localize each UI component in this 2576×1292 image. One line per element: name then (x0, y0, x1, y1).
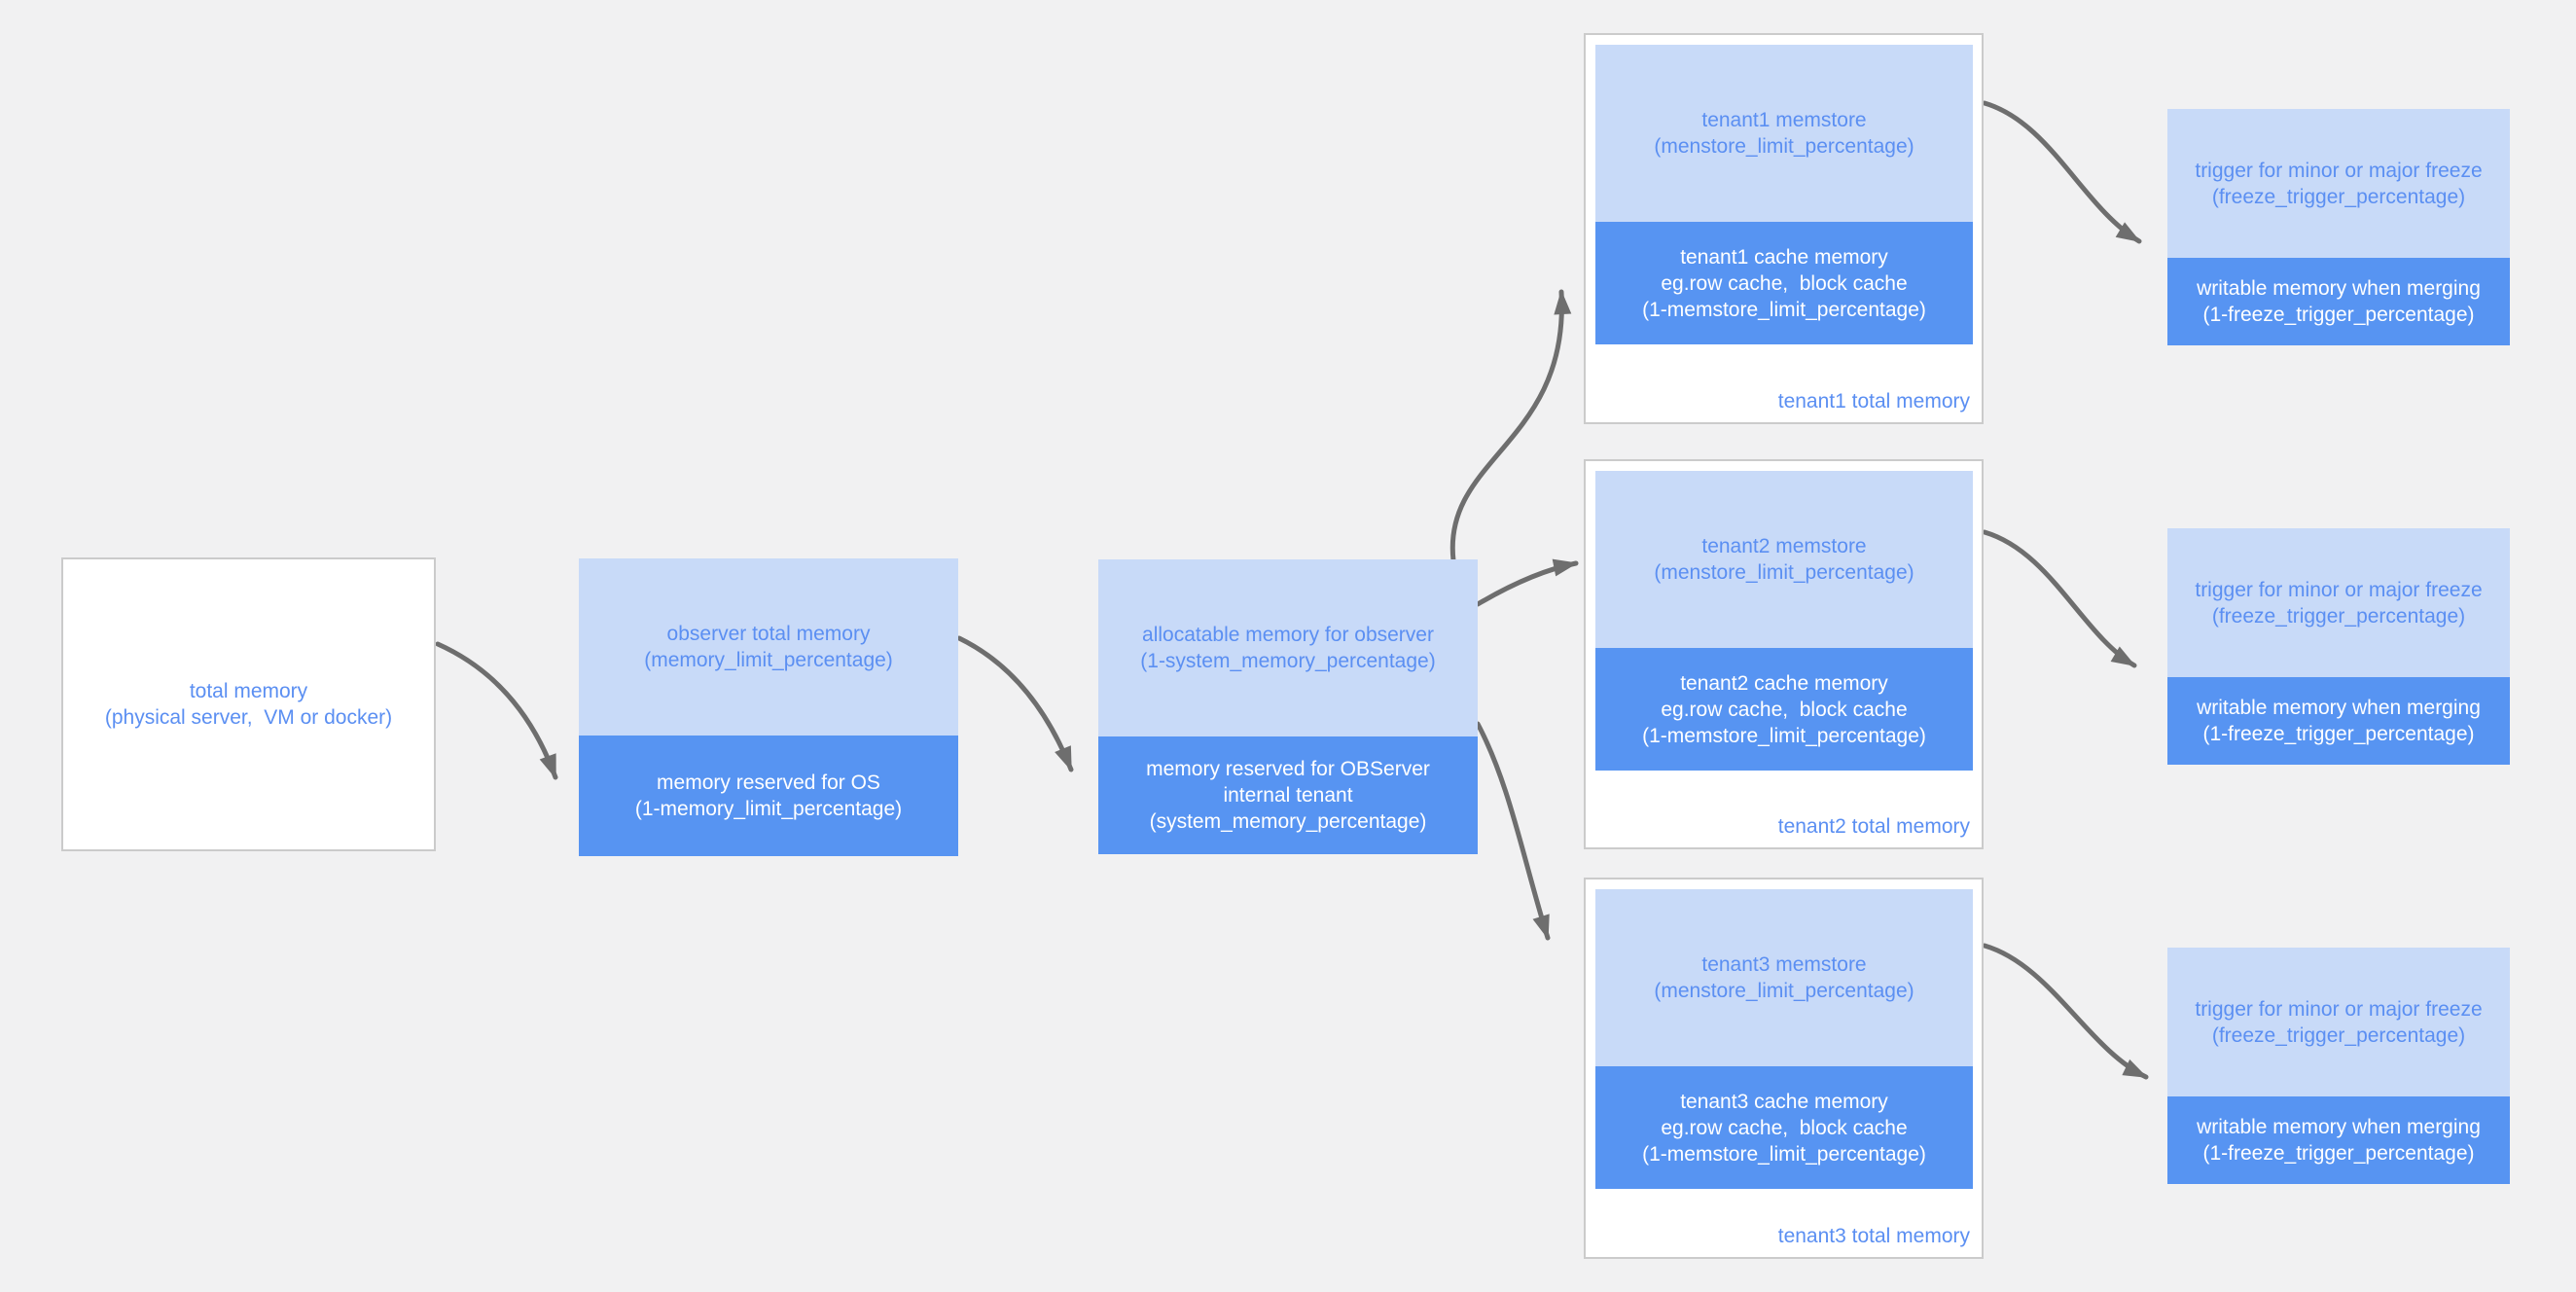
trigger3-writable-section: writable memory when merging (1-freeze_t… (2167, 1096, 2510, 1184)
tenant3-memstore-subline: (menstore_limit_percentage) (1654, 980, 1914, 1002)
total-memory-box: total memory (physical server, VM or doc… (61, 557, 436, 851)
internal-tenant-line2: internal tenant (1223, 784, 1353, 807)
trigger3-writable-line: writable memory when merging (2197, 1116, 2481, 1138)
arrow-tenant3-to-trigger3 (1982, 943, 2149, 1080)
allocatable-section: allocatable memory for observer (1-syste… (1098, 559, 1478, 736)
trigger3-box: trigger for minor or major freeze (freez… (2167, 948, 2510, 1184)
tenant1-total-label: tenant1 total memory (1777, 390, 1970, 413)
tenant3-cache-line1: tenant3 cache memory (1680, 1090, 1888, 1113)
tenant2-memstore-section: tenant2 memstore (menstore_limit_percent… (1595, 471, 1973, 648)
tenant1-cache-section: tenant1 cache memory eg.row cache, block… (1595, 222, 1973, 344)
observer-memory-box: observer total memory (memory_limit_perc… (579, 558, 958, 856)
observer-total-line: observer total memory (666, 623, 871, 645)
arrow-allocatable-to-tenant2 (1475, 558, 1579, 607)
trigger1-writable-section: writable memory when merging (1-freeze_t… (2167, 258, 2510, 345)
trigger2-freeze-subline: (freeze_trigger_percentage) (2211, 604, 2466, 628)
observer-total-section: observer total memory (memory_limit_perc… (579, 558, 958, 736)
tenant2-cache-line3: (1-memstore_limit_percentage) (1642, 724, 1926, 747)
os-reserved-section: memory reserved for OS (1-memory_limit_p… (579, 736, 958, 856)
tenant1-memstore-section: tenant1 memstore (menstore_limit_percent… (1595, 45, 1973, 222)
tenant3-cache-line3: (1-memstore_limit_percentage) (1642, 1142, 1926, 1166)
trigger3-freeze-subline: (freeze_trigger_percentage) (2211, 1023, 2466, 1047)
tenant2-cache-line2: eg.row cache, block cache (1661, 698, 1908, 721)
trigger1-freeze-section: trigger for minor or major freeze (freez… (2167, 109, 2510, 258)
tenant3-memstore-section: tenant3 memstore (menstore_limit_percent… (1595, 889, 1973, 1066)
total-memory-line: total memory (189, 680, 308, 702)
internal-tenant-line1: memory reserved for OBServer (1146, 758, 1430, 780)
tenant3-cache-line2: eg.row cache, block cache (1661, 1116, 1908, 1139)
tenant2-cache-section: tenant2 cache memory eg.row cache, block… (1595, 648, 1973, 771)
trigger2-writable-line: writable memory when merging (2197, 697, 2481, 719)
tenant2-memstore-subline: (menstore_limit_percentage) (1654, 561, 1914, 584)
arrow-tenant1-to-trigger1 (1982, 100, 2142, 244)
trigger2-freeze-line: trigger for minor or major freeze (2195, 578, 2483, 601)
arrow-tenant2-to-trigger2 (1982, 529, 2137, 668)
tenant1-box: tenant1 memstore (menstore_limit_percent… (1584, 33, 1984, 424)
tenant1-cache-line3: (1-memstore_limit_percentage) (1642, 298, 1926, 321)
tenant3-box: tenant3 memstore (menstore_limit_percent… (1584, 878, 1984, 1259)
tenant3-cache-section: tenant3 cache memory eg.row cache, block… (1595, 1066, 1973, 1189)
internal-tenant-line3: (system_memory_percentage) (1149, 810, 1427, 833)
allocatable-memory-box: allocatable memory for observer (1-syste… (1098, 559, 1478, 854)
total-memory-subline: (physical server, VM or docker) (104, 706, 393, 729)
os-reserved-line: memory reserved for OS (657, 772, 880, 794)
os-reserved-subline: (1-memory_limit_percentage) (634, 798, 903, 820)
tenant1-memstore-subline: (menstore_limit_percentage) (1654, 135, 1914, 158)
arrow-observer-to-allocatable (956, 635, 1074, 772)
tenant1-cache-line1: tenant1 cache memory (1680, 245, 1888, 269)
tenant3-total-label: tenant3 total memory (1777, 1225, 1970, 1247)
tenant3-memstore-line: tenant3 memstore (1701, 953, 1867, 976)
tenant2-total-label: tenant2 total memory (1777, 815, 1970, 838)
trigger1-box: trigger for minor or major freeze (freez… (2167, 109, 2510, 345)
tenant2-memstore-line: tenant2 memstore (1701, 535, 1867, 557)
allocatable-line: allocatable memory for observer (1142, 624, 1434, 646)
trigger2-writable-section: writable memory when merging (1-freeze_t… (2167, 677, 2510, 765)
trigger1-freeze-subline: (freeze_trigger_percentage) (2211, 185, 2466, 208)
tenant2-box: tenant2 memstore (menstore_limit_percent… (1584, 459, 1984, 849)
trigger1-writable-line: writable memory when merging (2197, 277, 2481, 300)
arrow-total-to-observer (435, 641, 558, 780)
arrow-allocatable-to-tenant3 (1475, 721, 1551, 941)
trigger3-freeze-section: trigger for minor or major freeze (freez… (2167, 948, 2510, 1096)
observer-total-subline: (memory_limit_percentage) (644, 649, 893, 671)
trigger1-freeze-line: trigger for minor or major freeze (2195, 159, 2483, 182)
tenant2-cache-line1: tenant2 cache memory (1680, 671, 1888, 695)
tenant1-memstore-line: tenant1 memstore (1701, 109, 1867, 131)
trigger3-writable-subline: (1-freeze_trigger_percentage) (2202, 1142, 2475, 1165)
trigger2-box: trigger for minor or major freeze (freez… (2167, 528, 2510, 765)
internal-tenant-section: memory reserved for OBServer internal te… (1098, 736, 1478, 854)
trigger1-writable-subline: (1-freeze_trigger_percentage) (2202, 304, 2475, 326)
allocatable-subline: (1-system_memory_percentage) (1140, 650, 1436, 672)
trigger2-writable-subline: (1-freeze_trigger_percentage) (2202, 723, 2475, 745)
trigger2-freeze-section: trigger for minor or major freeze (freez… (2167, 528, 2510, 677)
arrow-allocatable-to-tenant1 (1449, 289, 1572, 563)
tenant1-cache-line2: eg.row cache, block cache (1661, 271, 1908, 295)
trigger3-freeze-line: trigger for minor or major freeze (2195, 997, 2483, 1021)
